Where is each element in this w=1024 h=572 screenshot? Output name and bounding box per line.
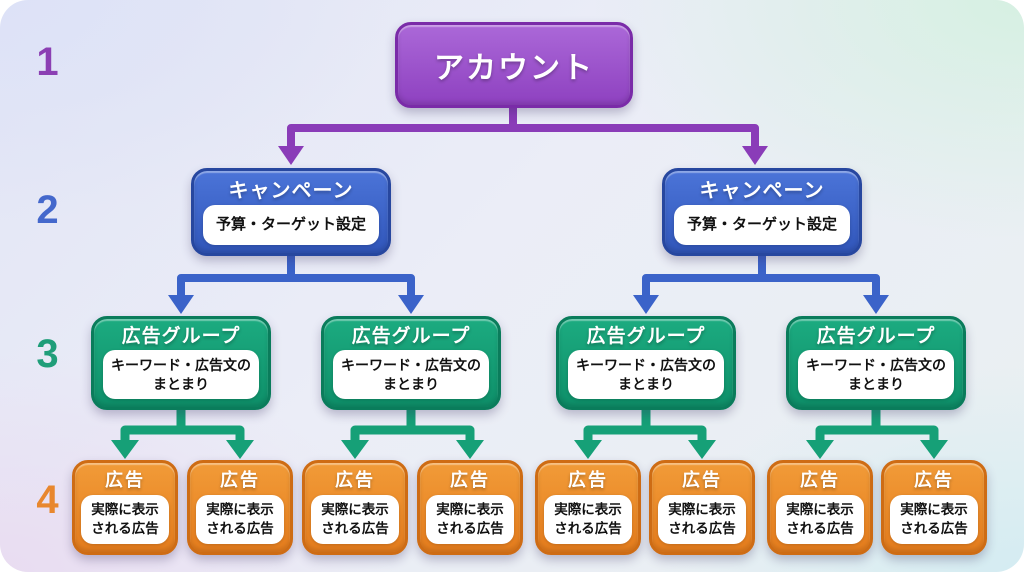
level-3-number: 3 bbox=[36, 332, 60, 376]
node-ad-6: 広告 実際に表示 される広告 bbox=[649, 460, 755, 555]
desc-line: 予算・ターゲット設定 bbox=[215, 216, 366, 233]
node-adgroup-4-title: 広告グループ bbox=[816, 326, 936, 347]
node-ad-5-title: 広告 bbox=[568, 470, 608, 490]
connector-adgroup2-to-ads bbox=[350, 408, 475, 442]
node-ad-8: 広告 実際に表示 される広告 bbox=[881, 460, 987, 555]
arrowhead-blue-2 bbox=[398, 295, 424, 314]
desc-line: される広告 bbox=[668, 520, 736, 536]
node-campaign-1: キャンペーン 予算・ターゲット設定 bbox=[191, 168, 391, 256]
node-ad-3: 広告 実際に表示 される広告 bbox=[302, 460, 408, 555]
node-campaign-1-title: キャンペーン bbox=[228, 179, 354, 202]
node-adgroup-2-title: 広告グループ bbox=[351, 326, 471, 347]
arrowhead-green-8 bbox=[920, 440, 948, 459]
node-ad-2: 広告 実際に表示 される広告 bbox=[187, 460, 293, 555]
node-adgroup-3-desc: キーワード・広告文の まとまり bbox=[568, 350, 724, 399]
node-ad-5: 広告 実際に表示 される広告 bbox=[535, 460, 641, 555]
desc-line: される広告 bbox=[91, 520, 159, 536]
node-ad-7-desc: 実際に表示 される広告 bbox=[776, 495, 864, 544]
desc-line: 実際に表示 bbox=[436, 501, 504, 517]
desc-line: 実際に表示 bbox=[321, 501, 389, 517]
node-adgroup-4: 広告グループ キーワード・広告文の まとまり bbox=[786, 316, 966, 410]
level-2-number: 2 bbox=[36, 188, 60, 232]
node-ad-2-desc: 実際に表示 される広告 bbox=[196, 495, 284, 544]
node-campaign-2-desc: 予算・ターゲット設定 bbox=[674, 205, 850, 245]
connector-adgroup4-to-ads bbox=[815, 408, 939, 442]
node-account: アカウント bbox=[395, 22, 633, 108]
desc-line: キーワード・広告文の bbox=[111, 356, 251, 373]
node-adgroup-2-desc: キーワード・広告文の まとまり bbox=[333, 350, 489, 399]
node-ad-6-desc: 実際に表示 される広告 bbox=[658, 495, 746, 544]
node-ad-3-title: 広告 bbox=[335, 470, 375, 490]
desc-line: される広告 bbox=[554, 520, 622, 536]
node-ad-3-desc: 実際に表示 される広告 bbox=[311, 495, 399, 544]
desc-line: 実際に表示 bbox=[554, 501, 622, 517]
desc-line: 実際に表示 bbox=[668, 501, 736, 517]
arrowhead-green-4 bbox=[456, 440, 484, 459]
desc-line: される広告 bbox=[436, 520, 504, 536]
connector-campaign1-to-adgroups bbox=[177, 254, 415, 298]
node-ad-4-title: 広告 bbox=[450, 470, 490, 490]
desc-line: まとまり bbox=[618, 375, 674, 392]
node-adgroup-4-desc: キーワード・広告文の まとまり bbox=[798, 350, 954, 399]
desc-line: される広告 bbox=[900, 520, 968, 536]
node-ad-6-title: 広告 bbox=[682, 470, 722, 490]
desc-line: 実際に表示 bbox=[206, 501, 274, 517]
node-adgroup-3-title: 広告グループ bbox=[586, 326, 706, 347]
node-campaign-2-title: キャンペーン bbox=[699, 179, 825, 202]
desc-line: まとまり bbox=[848, 375, 904, 392]
node-adgroup-1-desc: キーワード・広告文の まとまり bbox=[103, 350, 259, 399]
node-ad-4-desc: 実際に表示 される広告 bbox=[426, 495, 514, 544]
node-ad-5-desc: 実際に表示 される広告 bbox=[544, 495, 632, 544]
node-adgroup-1-title: 広告グループ bbox=[121, 326, 241, 347]
desc-line: まとまり bbox=[383, 375, 439, 392]
node-ad-1-title: 広告 bbox=[105, 470, 145, 490]
node-campaign-1-desc: 予算・ターゲット設定 bbox=[203, 205, 379, 245]
level-4-number: 4 bbox=[36, 478, 60, 522]
desc-line: 予算・ターゲット設定 bbox=[686, 216, 837, 233]
connector-adgroup1-to-ads bbox=[120, 408, 245, 442]
arrowhead-green-1 bbox=[111, 440, 139, 459]
node-ad-4: 広告 実際に表示 される広告 bbox=[417, 460, 523, 555]
connector-account-to-campaigns bbox=[287, 104, 759, 150]
arrowhead-purple-left bbox=[278, 146, 304, 165]
arrowhead-green-7 bbox=[806, 440, 834, 459]
arrowhead-blue-4 bbox=[863, 295, 889, 314]
arrowhead-green-5 bbox=[574, 440, 602, 459]
node-ad-7-title: 広告 bbox=[800, 470, 840, 490]
node-adgroup-3: 広告グループ キーワード・広告文の まとまり bbox=[556, 316, 736, 410]
desc-line: 実際に表示 bbox=[91, 501, 159, 517]
node-campaign-2: キャンペーン 予算・ターゲット設定 bbox=[662, 168, 862, 256]
node-account-title: アカウント bbox=[434, 52, 594, 85]
arrowhead-blue-3 bbox=[633, 295, 659, 314]
level-1-number: 1 bbox=[36, 40, 60, 84]
arrowhead-green-3 bbox=[341, 440, 369, 459]
desc-line: される広告 bbox=[786, 520, 854, 536]
node-ad-8-desc: 実際に表示 される広告 bbox=[890, 495, 978, 544]
node-ad-1-desc: 実際に表示 される広告 bbox=[81, 495, 169, 544]
connector-campaign2-to-adgroups bbox=[642, 254, 880, 298]
connector-adgroup3-to-ads bbox=[583, 408, 707, 442]
node-adgroup-1: 広告グループ キーワード・広告文の まとまり bbox=[91, 316, 271, 410]
desc-line: される広告 bbox=[321, 520, 389, 536]
arrowhead-purple-right bbox=[742, 146, 768, 165]
arrowhead-blue-1 bbox=[168, 295, 194, 314]
node-ad-2-title: 広告 bbox=[220, 470, 260, 490]
desc-line: キーワード・広告文の bbox=[576, 356, 716, 373]
node-ad-1: 広告 実際に表示 される広告 bbox=[72, 460, 178, 555]
desc-line: まとまり bbox=[153, 375, 209, 392]
node-ad-7: 広告 実際に表示 される広告 bbox=[767, 460, 873, 555]
arrowhead-green-2 bbox=[226, 440, 254, 459]
node-ad-8-title: 広告 bbox=[914, 470, 954, 490]
arrowhead-green-6 bbox=[688, 440, 716, 459]
desc-line: キーワード・広告文の bbox=[341, 356, 481, 373]
desc-line: キーワード・広告文の bbox=[806, 356, 946, 373]
node-adgroup-2: 広告グループ キーワード・広告文の まとまり bbox=[321, 316, 501, 410]
desc-line: 実際に表示 bbox=[900, 501, 968, 517]
desc-line: される広告 bbox=[206, 520, 274, 536]
desc-line: 実際に表示 bbox=[786, 501, 854, 517]
